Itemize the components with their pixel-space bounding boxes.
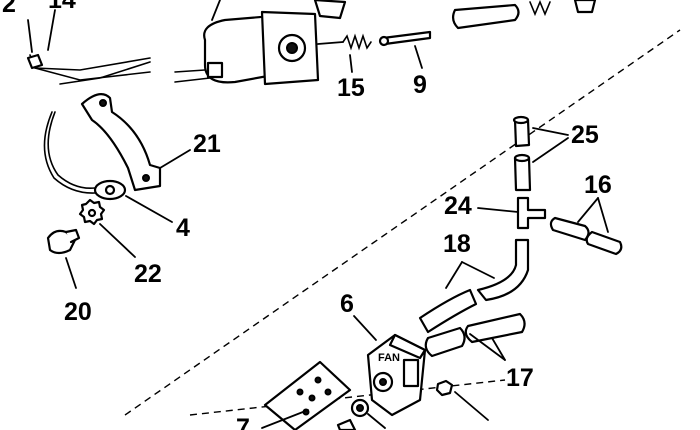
callout-16: 16: [584, 171, 612, 199]
callout-7: 7: [236, 414, 250, 430]
hoses-18: [418, 238, 530, 334]
callout-2: 2: [2, 0, 16, 18]
spring-15: [317, 33, 372, 73]
callout-9: 9: [413, 71, 427, 99]
choke-solenoid: [174, 0, 347, 86]
callout-20: 20: [64, 298, 92, 326]
fuel-pump-6: [353, 315, 427, 417]
hoses-16: [549, 197, 623, 256]
callout-21: 21: [193, 130, 221, 158]
plunger-9: [378, 30, 432, 69]
hoses-17: [424, 312, 526, 361]
callout-22: 22: [134, 260, 162, 288]
callout-18: 18: [443, 230, 471, 258]
lockwasher-22: [78, 198, 136, 258]
callout-24: 24: [444, 192, 472, 220]
top-right-parts: [451, 0, 597, 30]
callout-15: 15: [337, 74, 365, 102]
hoses-25: [512, 115, 569, 192]
callout-17: 17: [506, 364, 534, 392]
tee-fitting-24: [477, 196, 547, 230]
callout-25: 25: [571, 121, 599, 149]
bottom-small-parts: [336, 379, 489, 430]
screw-20: [46, 228, 81, 289]
callout-14: 14: [48, 0, 76, 14]
bracket-21: [80, 93, 191, 192]
ground-wire-4: [43, 111, 173, 223]
callout-6: 6: [340, 290, 354, 318]
fuel-pump-label: FAN: [378, 352, 400, 364]
callout-4: 4: [176, 214, 190, 242]
wire-leads: [26, 53, 151, 85]
top-left-leaders: [27, 0, 221, 53]
diaphragm-plate-7: [261, 360, 352, 430]
